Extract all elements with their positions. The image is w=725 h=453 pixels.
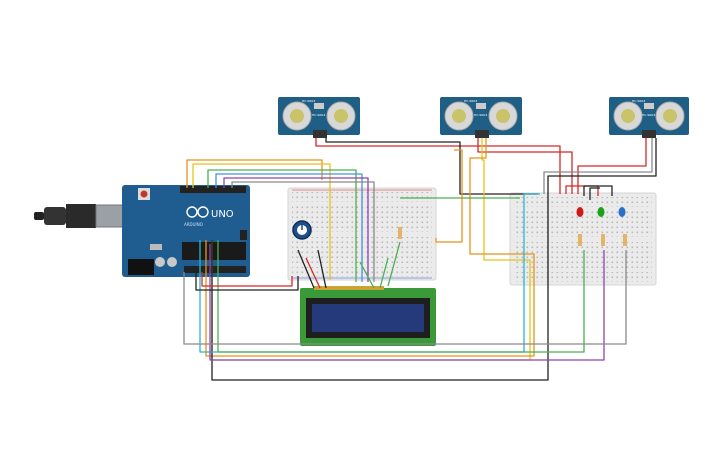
breadboard-right-holes-top — [514, 197, 652, 207]
usb-cable-end — [34, 212, 44, 220]
power-jack — [128, 259, 154, 275]
wire-purple-bottom — [209, 244, 605, 361]
arduino-logo-left — [186, 206, 198, 218]
wire-black-s1 — [325, 138, 538, 195]
usb-cable — [44, 207, 66, 225]
ultrasonic-sensor-2-crystal — [476, 103, 486, 109]
wire-black-led2 — [589, 187, 600, 200]
ultrasonic-sensor-3-transducer-right-core — [663, 109, 677, 123]
digital-header — [180, 186, 246, 193]
wire-red-led — [565, 185, 599, 196]
ultrasonic-sensor-1-pins — [313, 130, 327, 138]
wire-gray-s3 — [543, 138, 653, 194]
ultrasonic-sensor-3-label-top: HC-SR04 — [632, 99, 645, 103]
analog-header — [184, 266, 246, 273]
wire-black-lcd2 — [317, 249, 327, 289]
breadboard-right-holes-bottom — [514, 272, 652, 282]
resistor-3 — [623, 234, 627, 246]
ultrasonic-sensor-2[interactable]: HC-SR04 HC-SR04 — [440, 97, 522, 138]
wire-black-s3 — [211, 138, 657, 381]
ultrasonic-sensor-1[interactable]: HC-SR04 HC-SR04 — [278, 97, 360, 138]
ultrasonic-sensor-2-transducer-left-core — [452, 109, 466, 123]
ultrasonic-sensor-1-label-mid: HC-SR04 — [312, 113, 325, 117]
ultrasonic-sensor-1-transducer-left-core — [290, 109, 304, 123]
ultrasonic-sensor-3-transducer-left-core — [621, 109, 635, 123]
ultrasonic-sensor-2-label-mid: HC-SR04 — [474, 113, 487, 117]
ultrasonic-sensor-1-label-top: HC-SR04 — [302, 99, 315, 103]
wire-green-lcd2 — [379, 257, 389, 289]
arduino-brand-label: ARDUINO — [184, 222, 203, 227]
ultrasonic-sensor-3-crystal — [644, 103, 654, 109]
usb-plug-body — [66, 204, 96, 228]
capacitor-1 — [155, 257, 165, 267]
breadboard-right[interactable] — [509, 192, 657, 286]
wire-red-s2 — [477, 138, 573, 194]
ultrasonic-sensor-1-transducer-right-core — [334, 109, 348, 123]
wire-gray-bottom — [183, 250, 627, 345]
atmega-chip — [182, 242, 246, 260]
led-green-body — [597, 207, 605, 217]
wire-gray — [231, 181, 375, 282]
ultrasonic-sensor-3-label-mid: HC-SR04 — [642, 113, 655, 117]
resistor-2 — [601, 234, 605, 246]
arduino-uno-label: UNO — [211, 209, 234, 220]
crystal — [150, 244, 162, 250]
wire-yellow — [192, 163, 331, 280]
wire-green-bottom — [217, 240, 585, 353]
ultrasonic-sensor-3[interactable]: HC-SR04 HC-SR04 — [609, 97, 689, 138]
wire-red-s1 — [315, 138, 561, 194]
usb-connector — [95, 204, 125, 228]
led-blue[interactable] — [618, 207, 626, 217]
arduino-logo-right — [197, 206, 209, 218]
led-green[interactable] — [597, 207, 605, 217]
wire-purple — [223, 177, 369, 282]
lcd-pin-header — [314, 286, 384, 290]
wire-red-s3 — [577, 138, 647, 194]
icsp-header — [240, 230, 247, 240]
breadboard-right-holes-main2 — [514, 242, 652, 268]
reset-button-cap — [140, 190, 148, 198]
wire-blue — [215, 173, 363, 282]
wire-black-lcd1 — [297, 249, 315, 289]
resistor-1 — [578, 234, 582, 246]
ultrasonic-sensor-3-pins — [642, 130, 656, 138]
ultrasonic-sensor-1-crystal — [314, 103, 324, 109]
wire-green-lcd3 — [387, 241, 401, 287]
lcd-display[interactable] — [300, 286, 436, 346]
led-red-body — [576, 207, 584, 217]
wire-green-lcd1 — [359, 261, 375, 289]
capacitor-2 — [167, 257, 177, 267]
lcd-screen — [312, 304, 424, 332]
wires — [183, 138, 657, 381]
ultrasonic-sensor-2-pins — [475, 130, 489, 138]
wire-orange-cross — [435, 149, 463, 243]
led-red[interactable] — [576, 207, 584, 217]
breadboard-right-holes-main — [514, 211, 652, 237]
ultrasonic-sensor-2-transducer-right-core — [496, 109, 510, 123]
led-blue-body — [618, 207, 626, 217]
resistor-left — [398, 227, 402, 239]
wire-orange-s2 — [205, 138, 535, 357]
ultrasonic-sensor-2-label-top: HC-SR04 — [464, 99, 477, 103]
wire-red-lcd — [305, 257, 321, 289]
wire-black-led — [583, 185, 613, 196]
wire-black-power — [195, 272, 299, 291]
wire-green — [207, 169, 357, 282]
wire-red-power — [201, 272, 293, 287]
